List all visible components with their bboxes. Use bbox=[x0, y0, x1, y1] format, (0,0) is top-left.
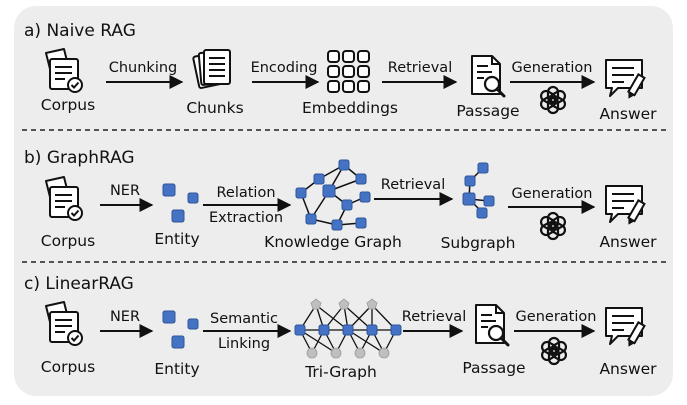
node-label-passage: Passage bbox=[462, 359, 525, 377]
edge-label-chunking: Chunking bbox=[109, 60, 178, 76]
node-label-passage: Passage bbox=[456, 102, 519, 120]
panel-title: b) GraphRAG bbox=[24, 148, 135, 168]
knowledge-graph bbox=[295, 159, 371, 231]
node-label-answer: Answer bbox=[599, 360, 657, 378]
node-label-embeddings: Embeddings bbox=[302, 99, 398, 117]
node-label-chunks: Chunks bbox=[186, 99, 243, 117]
passage-search-icon bbox=[474, 303, 510, 347]
node-label-entity: Entity bbox=[154, 230, 199, 248]
node-label-corpus: Corpus bbox=[41, 96, 95, 114]
edge-label-linking: Linking bbox=[218, 336, 270, 352]
node-label-entity: Entity bbox=[154, 360, 199, 378]
edge-label-semantic: Semantic bbox=[210, 311, 278, 327]
node-label-knowledge-graph: Knowledge Graph bbox=[264, 233, 402, 251]
panel-title: c) LinearRAG bbox=[24, 274, 134, 294]
embedding-grid-icon bbox=[327, 50, 370, 93]
graphrag-panel: b) GraphRAG Corpus NER Entity Relation E… bbox=[24, 148, 657, 252]
stacked-pages-icon bbox=[191, 49, 231, 90]
node-label-answer: Answer bbox=[599, 233, 657, 251]
linearrag-panel: c) LinearRAG Corpus NER Entity Semantic … bbox=[24, 274, 657, 381]
edge-label-generation: Generation bbox=[512, 186, 593, 202]
passage-search-icon bbox=[470, 54, 506, 98]
edge-label-retrieval: Retrieval bbox=[388, 60, 452, 76]
edge-label-retrieval: Retrieval bbox=[381, 177, 445, 193]
edge-label-generation: Generation bbox=[512, 60, 593, 76]
edge-label-retrieval: Retrieval bbox=[402, 309, 466, 325]
edge-label-encoding: Encoding bbox=[251, 60, 318, 76]
panel-title: a) Naive RAG bbox=[24, 21, 136, 41]
entity-cluster bbox=[162, 310, 199, 349]
node-label-tri-graph: Tri-Graph bbox=[304, 363, 377, 381]
edge-label-ner: NER bbox=[110, 183, 140, 199]
node-label-answer: Answer bbox=[599, 105, 657, 123]
node-label-corpus: Corpus bbox=[41, 232, 95, 250]
edge-label-generation: Generation bbox=[516, 309, 597, 325]
naive-rag-panel: a) Naive RAG Corpus Chunking Chunks Enco… bbox=[24, 21, 657, 123]
edge-label-ner: NER bbox=[110, 309, 140, 325]
tri-graph bbox=[294, 298, 402, 359]
subgraph bbox=[462, 162, 495, 219]
entity-cluster bbox=[162, 183, 199, 223]
edge-label-relation: Relation bbox=[216, 185, 275, 201]
node-label-subgraph: Subgraph bbox=[441, 234, 516, 252]
edge-label-extraction: Extraction bbox=[209, 210, 283, 226]
node-label-corpus: Corpus bbox=[41, 358, 95, 376]
